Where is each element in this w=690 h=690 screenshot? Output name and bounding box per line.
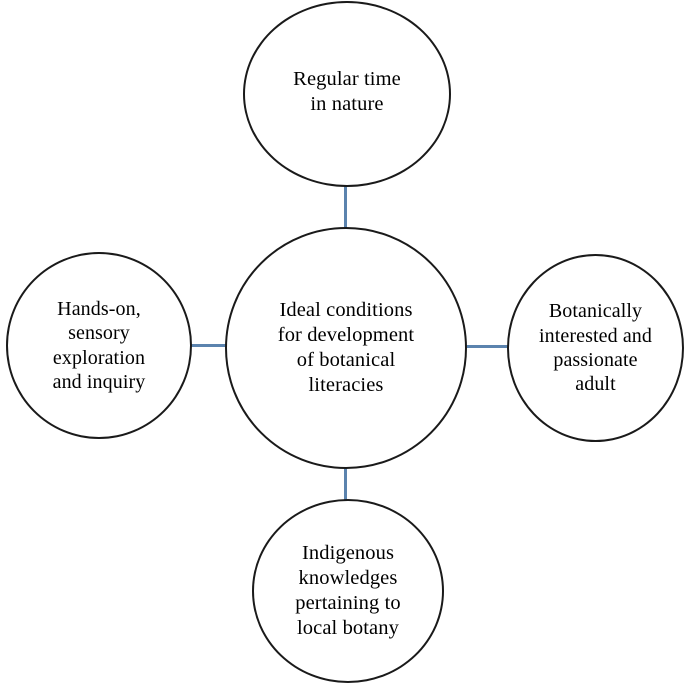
node-bottom-label: Indigenous knowledges pertaining to loca… [295,542,401,639]
connector-center-to-right [462,345,510,348]
node-top-label: Regular time in nature [293,68,401,115]
connector-center-to-left [186,344,230,347]
node-center-label: Ideal conditions for development of bota… [277,298,415,397]
node-hands-on-sensory-exploration: Hands-on, sensory exploration and inquir… [6,252,192,439]
node-indigenous-knowledges: Indigenous knowledges pertaining to loca… [252,499,444,683]
connector-center-to-bottom [344,461,347,502]
node-regular-time-in-nature: Regular time in nature [243,1,451,187]
node-botanically-interested-adult: Botanically interested and passionate ad… [507,254,684,442]
node-right-label: Botanically interested and passionate ad… [538,300,653,396]
node-ideal-conditions-center: Ideal conditions for development of bota… [225,227,467,469]
connector-center-to-top [344,184,347,230]
node-left-label: Hands-on, sensory exploration and inquir… [52,297,146,393]
